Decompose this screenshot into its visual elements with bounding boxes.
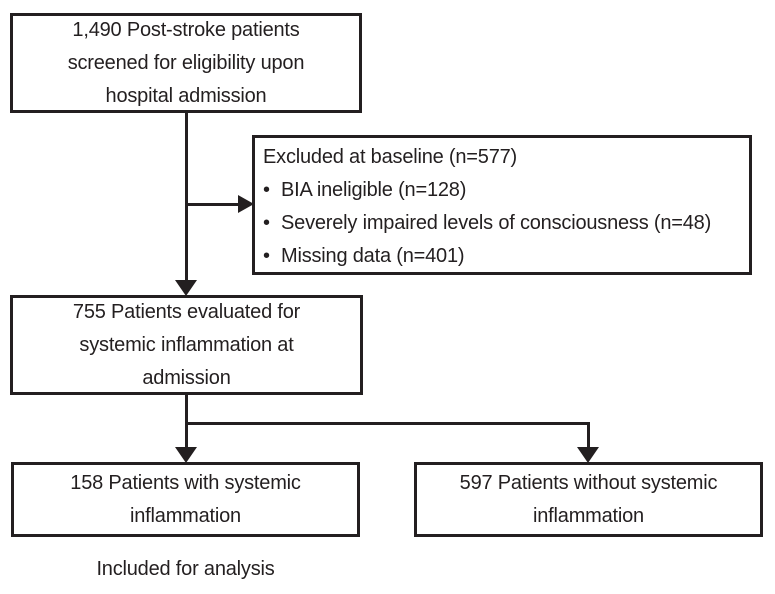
evaluated-line-3: admission — [142, 366, 231, 389]
arrowhead-down-evaluated-icon — [175, 280, 197, 296]
connector-evaluated-to-branch — [185, 395, 188, 447]
bullet-icon: • — [263, 212, 270, 234]
screened-line-3: hospital admission — [105, 84, 267, 107]
arrowhead-right-excluded-icon — [238, 195, 254, 213]
excluded-box: Excluded at baseline (n=577) • BIA ineli… — [252, 135, 752, 275]
excluded-item-row: • Severely impaired levels of consciousn… — [263, 207, 741, 240]
arrowhead-down-without-icon — [577, 447, 599, 463]
connector-branch-to-without — [587, 422, 590, 447]
with-inflammation-line-2: inflammation — [130, 504, 241, 527]
with-inflammation-box: 158 Patients with systemic inflammation — [11, 462, 360, 537]
excluded-item-row: • Missing data (n=401) — [263, 240, 741, 273]
screened-line-2: screened for eligibility upon — [67, 51, 305, 74]
excluded-header: Excluded at baseline (n=577) — [263, 146, 518, 168]
bullet-icon: • — [263, 245, 270, 267]
excluded-item-row: • BIA ineligible (n=128) — [263, 174, 741, 207]
connector-branch-horizontal — [185, 422, 590, 425]
screened-box: 1,490 Post-stroke patients screened for … — [10, 13, 362, 113]
without-inflammation-line-1: 597 Patients without systemic — [459, 471, 718, 494]
bullet-icon: • — [263, 179, 270, 201]
excluded-item-2: Severely impaired levels of consciousnes… — [281, 212, 712, 234]
evaluated-box: 755 Patients evaluated for systemic infl… — [10, 295, 363, 395]
connector-screened-to-evaluated — [185, 113, 188, 280]
evaluated-line-2: systemic inflammation at — [79, 333, 294, 356]
screened-line-1: 1,490 Post-stroke patients — [72, 18, 300, 41]
excluded-item-3: Missing data (n=401) — [281, 245, 465, 267]
evaluated-line-1: 755 Patients evaluated for — [72, 300, 301, 323]
excluded-item-1: BIA ineligible (n=128) — [281, 179, 467, 201]
without-inflammation-box: 597 Patients without systemic inflammati… — [414, 462, 763, 537]
with-inflammation-line-1: 158 Patients with systemic — [70, 471, 301, 494]
footer-note: Included for analysis — [96, 558, 275, 580]
without-inflammation-line-2: inflammation — [533, 504, 644, 527]
connector-to-excluded — [186, 203, 238, 206]
arrowhead-down-with-icon — [175, 447, 197, 463]
